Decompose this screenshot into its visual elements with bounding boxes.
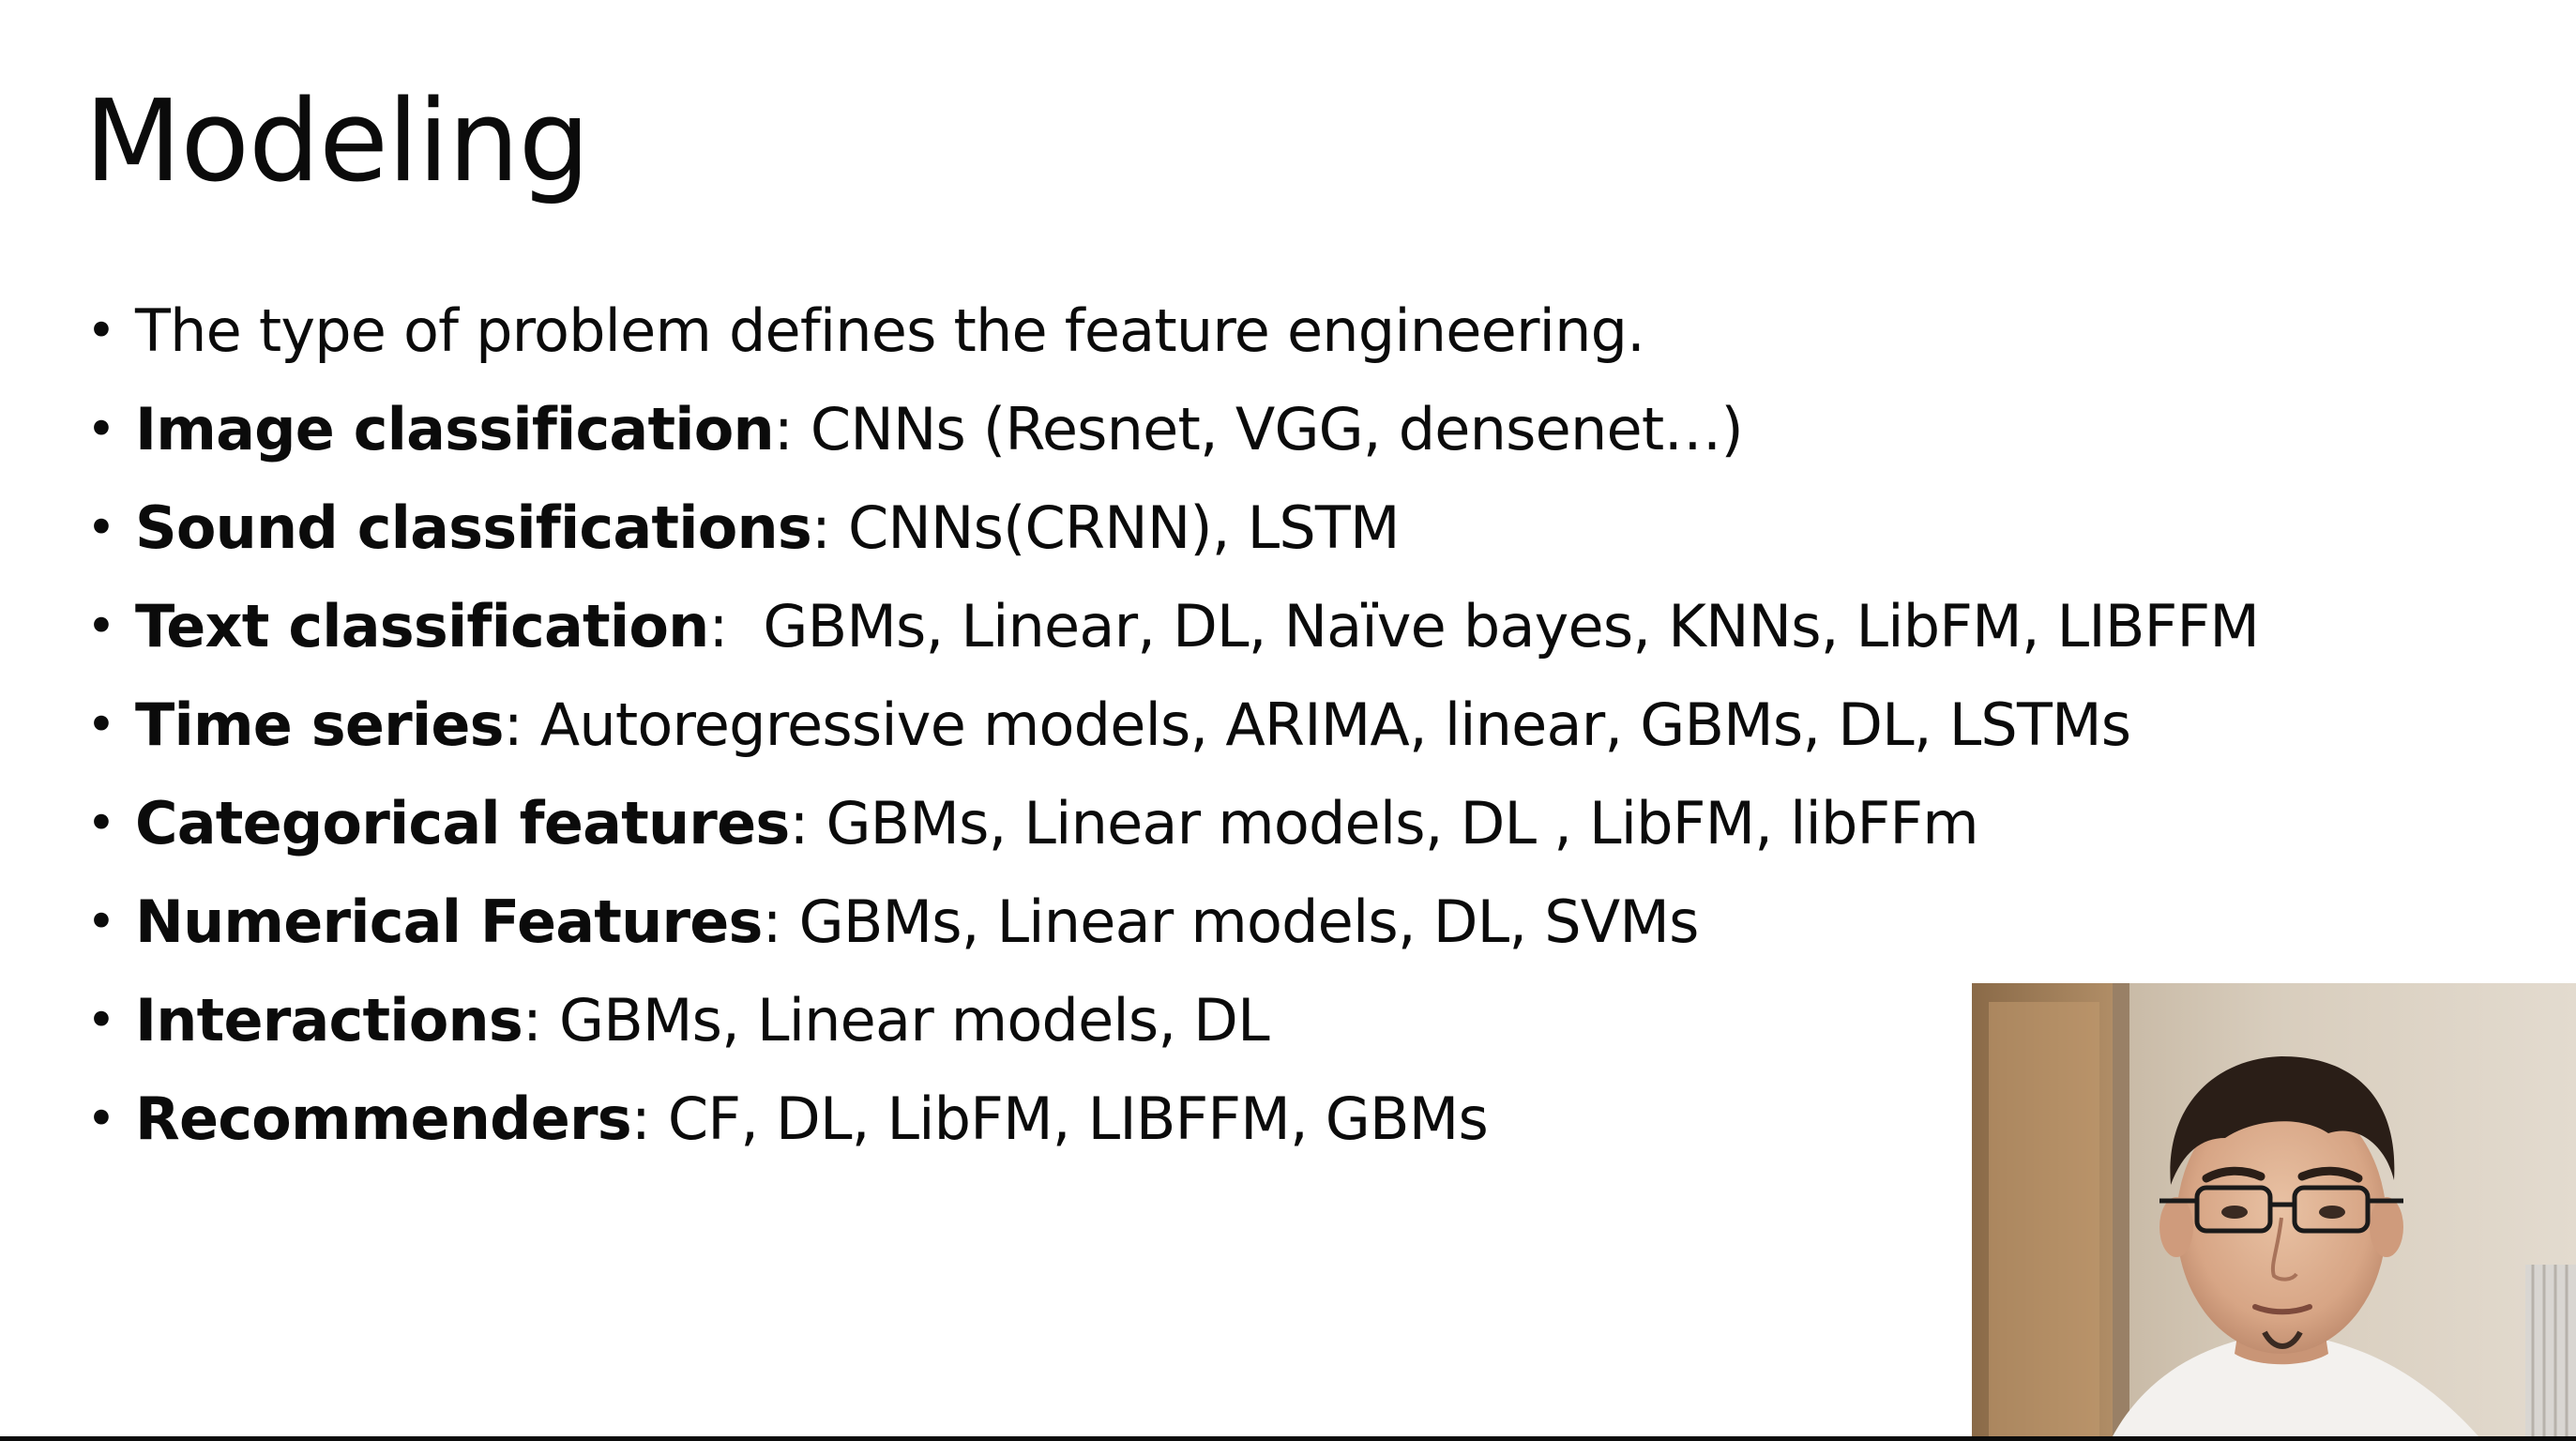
bullet-text: GBMs, Linear models, DL [541, 986, 1270, 1054]
bullet-item: • Recommenders: CF, DL, LibFM, LIBFFM, G… [84, 1069, 2259, 1168]
bullet-separator: : [523, 986, 542, 1054]
bullet-item: • Numerical Features: GBMs, Linear model… [84, 872, 2259, 971]
bullet-separator: : [773, 395, 794, 463]
bullet-item: • Image classification: CNNs (Resnet, VG… [84, 380, 2259, 478]
bullet-item: • Text classification: GBMs, Linear, DL,… [84, 577, 2260, 675]
bullet-text: CNNs (Resnet, VGG, densenet…) [792, 395, 1744, 463]
bullet-term: Categorical features [135, 789, 790, 857]
bullet-term: Recommenders [135, 1085, 632, 1153]
bullet-separator: : [630, 1085, 651, 1153]
bullet-separator: : [503, 690, 523, 759]
bullet-item: • Sound classifications: CNNs(CRNN), LST… [84, 478, 2259, 577]
bullet-icon: • [86, 1089, 116, 1148]
bullet-item: • The type of problem defines the featur… [84, 281, 2259, 380]
bullet-list: • The type of problem defines the featur… [84, 281, 2260, 1168]
bullet-icon: • [86, 794, 116, 853]
bullet-text: GBMs, Linear models, DL , LibFM, libFFm [808, 789, 1978, 857]
bullet-term: Sound classifications [135, 493, 812, 562]
bullet-separator: : [789, 789, 809, 857]
bullet-text: CF, DL, LibFM, LIBFFM, GBMs [649, 1085, 1489, 1153]
bottom-rule [0, 1436, 2576, 1441]
bullet-separator: : [811, 493, 831, 562]
bullet-separator: : [762, 887, 782, 956]
bullet-icon: • [86, 991, 116, 1050]
bullet-text: GBMs, Linear models, DL, SVMs [780, 887, 1700, 956]
bullet-text: CNNs(CRNN), LSTM [830, 493, 1401, 562]
slide-title: Modeling [84, 77, 590, 207]
bullet-item: • Interactions: GBMs, Linear models, DL [84, 971, 2259, 1069]
bullet-icon: • [86, 892, 116, 951]
bullet-item: • Categorical features: GBMs, Linear mod… [84, 774, 2259, 872]
presenter-webcam-image [1972, 983, 2576, 1436]
bullet-icon: • [86, 301, 116, 360]
bullet-term: Image classification [135, 395, 775, 463]
bullet-icon: • [86, 695, 116, 754]
bullet-text: The type of problem defines the feature … [135, 296, 1645, 365]
bullet-term: Interactions [135, 986, 523, 1054]
bullet-text: Autoregressive models, ARIMA, linear, GB… [522, 690, 2131, 759]
bullet-term: Numerical Features [135, 887, 763, 956]
bullet-separator: : [708, 592, 728, 660]
bullet-text: GBMs, Linear, DL, Naïve bayes, KNNs, Lib… [727, 592, 2260, 660]
presenter-webcam [1972, 983, 2576, 1436]
bullet-term: Time series [135, 690, 505, 759]
bullet-item: • Time series: Autoregressive models, AR… [84, 675, 2259, 774]
bullet-icon: • [86, 400, 116, 459]
bullet-icon: • [86, 597, 116, 656]
bullet-icon: • [86, 498, 116, 557]
bullet-term: Text classification [135, 592, 709, 660]
